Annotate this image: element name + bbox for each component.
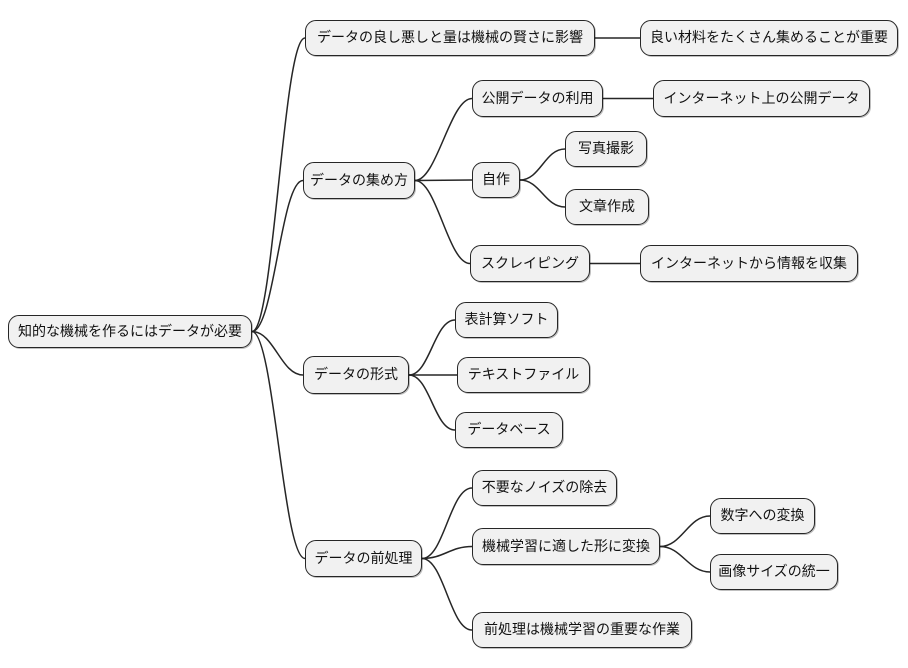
mindmap-edge	[251, 179, 304, 333]
mindmap-edge	[659, 515, 711, 548]
mindmap-node-scraping: スクレイピング	[470, 245, 590, 282]
mindmap-node-data-collection: データの集め方	[303, 162, 415, 199]
mindmap-edge	[251, 330, 306, 560]
mindmap-edge	[414, 179, 471, 265]
mindmap-edge	[414, 179, 473, 182]
mindmap-node-public-data: 公開データの利用	[472, 80, 603, 117]
mindmap-edge	[421, 545, 473, 560]
mindmap-node-internet-public-data: インターネット上の公開データ	[653, 80, 870, 117]
mindmap-node-noise-removal: 不要なノイズの除去	[472, 470, 617, 506]
mindmap-edge	[519, 148, 566, 181]
mindmap-node-text-file: テキストファイル	[457, 357, 590, 393]
mindmap-edge	[251, 330, 304, 376]
mindmap-edge	[421, 487, 473, 560]
mindmap-node-unify-image-size: 画像サイズの統一	[710, 554, 838, 590]
mindmap-node-spreadsheet: 表計算ソフト	[455, 302, 558, 338]
mindmap-node-preprocessing: データの前処理	[305, 540, 422, 577]
mindmap-edge	[408, 374, 456, 431]
mindmap-node-text-writing: 文章作成	[565, 189, 649, 225]
mindmap-node-database: データベース	[455, 412, 563, 448]
mindmap-node-convert-for-ml: 機械学習に適した形に変換	[472, 528, 660, 565]
mindmap-node-data-quality: データの良し悪しと量は機械の賢さに影響	[305, 20, 595, 56]
mindmap-edge	[421, 557, 473, 631]
mindmap-node-good-materials: 良い材料をたくさん集めることが重要	[640, 20, 898, 56]
mindmap-edge	[251, 37, 306, 333]
mindmap-node-root: 知的な機械を作るにはデータが必要	[8, 315, 252, 348]
mindmap-edge	[659, 545, 711, 573]
mindmap-node-photo-shooting: 写真撮影	[565, 131, 647, 167]
mindmap-node-preprocessing-important: 前処理は機械学習の重要な作業	[472, 612, 692, 648]
mindmap-node-convert-to-numbers: 数字への変換	[710, 498, 815, 534]
mindmap-edge	[414, 97, 473, 182]
mindmap-node-data-format: データの形式	[303, 356, 409, 394]
mindmap-edge	[408, 319, 456, 376]
mindmap-edge	[519, 179, 566, 208]
mindmap-node-collect-from-internet: インターネットから情報を収集	[640, 245, 858, 282]
mindmap-node-self-made: 自作	[472, 162, 520, 198]
